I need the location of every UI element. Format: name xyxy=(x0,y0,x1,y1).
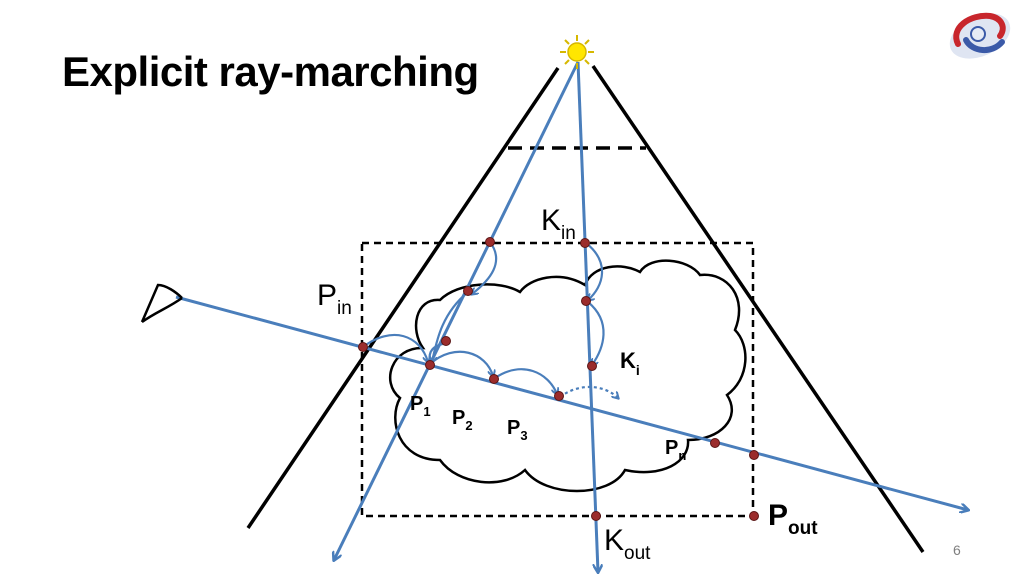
step-arrow-p1-p2 xyxy=(429,350,493,376)
label-p-3: P3 xyxy=(507,417,528,443)
bounding-box xyxy=(360,241,755,518)
sample-point-pn xyxy=(710,438,720,448)
sample-point-box-exit xyxy=(749,450,759,460)
label-k-out: Kout xyxy=(604,524,651,564)
label-p-out: Pout xyxy=(768,499,818,539)
page-number: 6 xyxy=(953,542,961,558)
label-k-i: Ki xyxy=(620,348,640,378)
slide-title: Explicit ray-marching xyxy=(62,48,479,95)
sample-point-left-ray-cloud xyxy=(463,286,473,296)
step-arrow-pin-p1 xyxy=(362,333,428,362)
step-arrow-pin-p1-tertiary xyxy=(432,291,469,362)
label-k-in: Kin xyxy=(541,204,576,244)
step-arrow-k1-ki xyxy=(587,301,605,365)
step-arrow-kin-k1 xyxy=(585,242,604,300)
sample-point-kin xyxy=(580,238,590,248)
logo-icon xyxy=(949,12,1011,59)
step-arrow-left-ray-1 xyxy=(472,241,498,294)
step-arrow-p3-next-dotted xyxy=(559,385,618,398)
sample-point-left-ray-inner xyxy=(441,336,451,346)
light-ray-left xyxy=(334,61,580,560)
sun-icon xyxy=(560,35,594,69)
label-p-2: P2 xyxy=(452,407,473,433)
sample-point-p3 xyxy=(554,391,564,401)
sample-point-kout xyxy=(591,511,601,521)
sample-point-pout xyxy=(749,511,759,521)
view-ray xyxy=(175,295,968,510)
cloud-shape xyxy=(389,259,747,493)
sample-point-pin xyxy=(358,342,368,352)
frustum-left-edge xyxy=(246,67,560,529)
label-p-1: P1 xyxy=(410,393,431,419)
sample-point-k1 xyxy=(581,296,591,306)
sample-point-ki xyxy=(587,361,597,371)
frustum-right-edge xyxy=(591,65,925,553)
label-p-n: Pn xyxy=(665,437,686,463)
sample-point-left-ray-box xyxy=(485,237,495,247)
eye-icon xyxy=(140,283,183,324)
light-ray-center xyxy=(576,61,598,572)
sample-point-p1 xyxy=(425,360,435,370)
label-p-in: Pin xyxy=(317,279,352,319)
step-arrow-p2-p3 xyxy=(494,368,557,394)
sample-point-p2 xyxy=(489,374,499,384)
